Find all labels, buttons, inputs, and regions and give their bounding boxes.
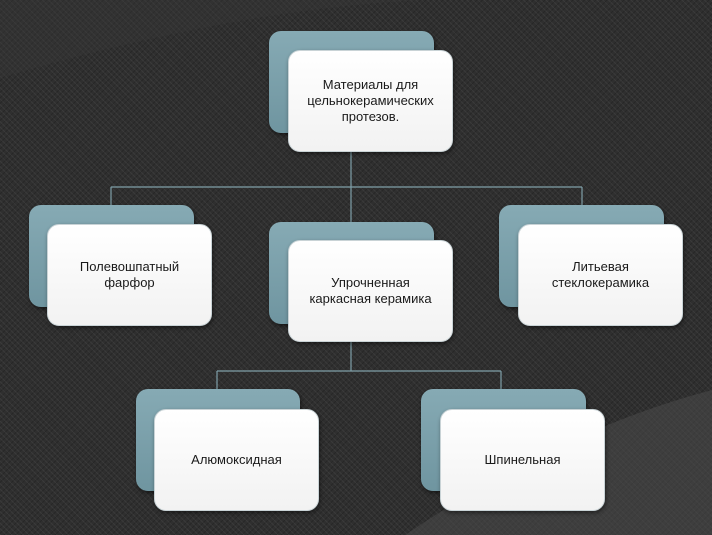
node-polevoshpatny-label: Полевошпатный фарфор (79, 259, 180, 290)
node-uprochnennaya-keramika: Упрочненная каркасная керамика (269, 222, 453, 342)
node-litievaya-steklokeramika: Литьевая стеклокерамика (499, 205, 683, 326)
node-alyumoksidnaya: Алюмоксидная (136, 389, 319, 511)
node-root-label: Материалы для цельнокерамических протезо… (307, 77, 434, 124)
node-alyumoksidnaya-label: Алюмоксидная (191, 452, 282, 467)
node-uprochnennaya-box: Упрочненная каркасная керамика (288, 240, 453, 342)
node-litievaya-box: Литьевая стеклокерамика (518, 224, 683, 326)
node-root-box: Материалы для цельнокерамических протезо… (288, 50, 453, 152)
node-shpinelnaya-label: Шпинельная (484, 452, 561, 467)
node-shpinelnaya-box: Шпинельная (440, 409, 605, 511)
node-polevoshpatny-box: Полевошпатный фарфор (47, 224, 212, 326)
node-litievaya-label: Литьевая стеклокерамика (551, 259, 650, 290)
node-alyumoksidnaya-box: Алюмоксидная (154, 409, 319, 511)
node-uprochnennaya-label: Упрочненная каркасная керамика (309, 275, 432, 306)
node-polevoshpatny-farfor: Полевошпатный фарфор (29, 205, 212, 326)
node-root: Материалы для цельнокерамических протезо… (269, 31, 453, 152)
node-shpinelnaya: Шпинельная (421, 389, 605, 511)
